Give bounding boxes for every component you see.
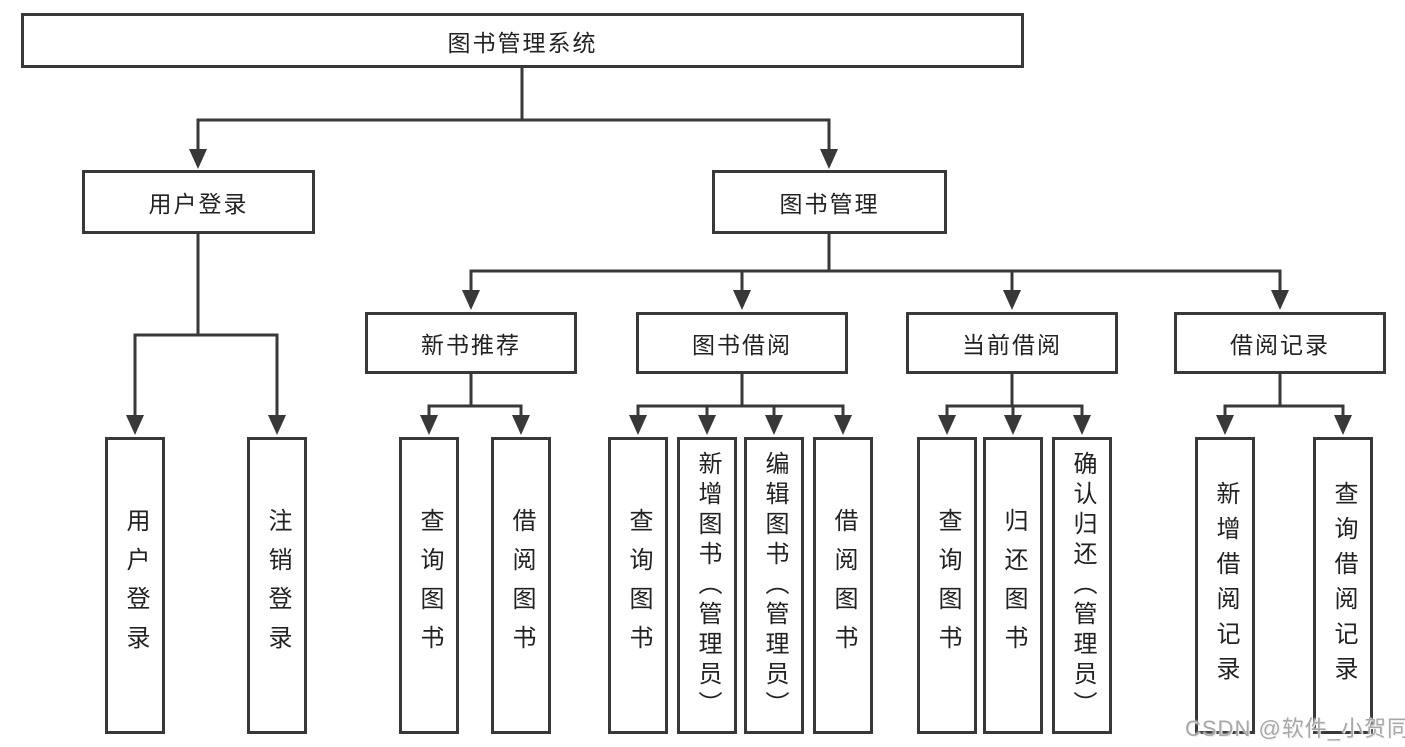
node-label: 图书管理系统: [447, 29, 598, 56]
leaf-query-books-borrow: 查询图书: [608, 437, 668, 734]
leaf-label: 借阅图书: [508, 507, 535, 664]
leaf-label: 查询图书: [416, 507, 443, 664]
leaf-label: 新增借阅记录: [1212, 480, 1239, 691]
leaf-edit-books-admin: 编辑图书（管理员）: [744, 437, 804, 734]
leaf-query-books-current: 查询图书: [917, 437, 977, 734]
node-book-borrowing: 图书借阅: [636, 312, 848, 374]
leaf-user-login: 用户登录: [105, 437, 165, 734]
leaf-add-borrow-record: 新增借阅记录: [1195, 437, 1255, 734]
node-book-management: 图书管理: [712, 170, 947, 234]
leaf-label: 编辑图书（管理员）: [761, 450, 788, 721]
node-label: 借阅记录: [1230, 332, 1330, 358]
node-new-book-recommendation: 新书推荐: [365, 312, 577, 374]
node-label: 当前借阅: [962, 332, 1062, 358]
node-label: 图书管理: [779, 191, 880, 217]
node-current-borrowing: 当前借阅: [906, 312, 1118, 374]
leaf-borrow-books-recommend: 借阅图书: [491, 437, 551, 734]
leaf-label: 查询图书: [934, 507, 961, 664]
leaf-label: 确认归还（管理员）: [1069, 450, 1096, 721]
node-label: 用户登录: [148, 191, 249, 217]
node-root-library-management-system: 图书管理系统: [21, 13, 1024, 68]
leaf-label: 归还图书: [1000, 507, 1027, 664]
leaf-label: 新增图书（管理员）: [694, 450, 721, 721]
csdn-watermark: CSDN @软件_小贺同学: [1185, 716, 1405, 741]
node-user-login: 用户登录: [82, 170, 315, 234]
leaf-borrow-books: 借阅图书: [813, 437, 873, 734]
leaf-query-borrow-record: 查询借阅记录: [1313, 437, 1373, 734]
leaf-label: 查询借阅记录: [1330, 480, 1357, 691]
leaf-logout: 注销登录: [247, 437, 307, 734]
leaf-add-books-admin: 新增图书（管理员）: [677, 437, 737, 734]
leaf-label: 用户登录: [122, 507, 149, 664]
leaf-label: 注销登录: [264, 507, 291, 664]
leaf-query-books-recommend: 查询图书: [399, 437, 459, 734]
node-borrowing-records: 借阅记录: [1174, 312, 1386, 374]
node-label: 新书推荐: [421, 332, 521, 358]
leaf-confirm-return-admin: 确认归还（管理员）: [1052, 437, 1112, 734]
node-label: 图书借阅: [692, 332, 792, 358]
leaf-label: 借阅图书: [830, 507, 857, 664]
leaf-return-books: 归还图书: [983, 437, 1043, 734]
leaf-label: 查询图书: [625, 507, 652, 664]
